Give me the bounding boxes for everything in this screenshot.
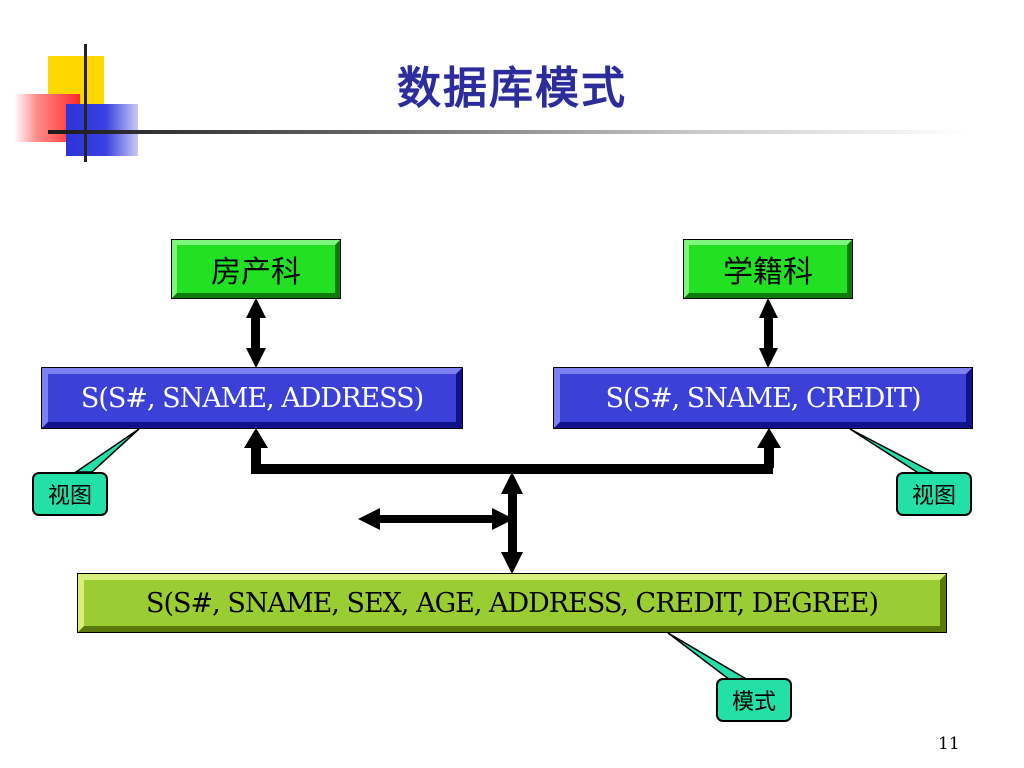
app-box-housing-label: 房产科 [211, 255, 301, 290]
page-number: 11 [938, 734, 960, 754]
left-view-connector-shaft [251, 446, 261, 468]
title-underline [48, 130, 968, 134]
central-arrow-head-down [501, 552, 523, 574]
title-decoration-vertical-line [84, 44, 87, 162]
callout-schema: 模式 [716, 678, 792, 722]
view-box-left-label: S(S#, SNAME, ADDRESS) [80, 382, 424, 414]
horizontal-arrow-head-left [358, 508, 380, 530]
callout-view-left: 视图 [32, 472, 108, 516]
callout-view-right-label: 视图 [911, 484, 956, 509]
callout-pointer-schema [667, 632, 751, 681]
view-box-right: S(S#, SNAME, CREDIT) [553, 367, 973, 429]
left-view-arrow-head [244, 428, 268, 448]
callout-view-left-label: 视图 [47, 484, 92, 509]
central-arrow-head-up [501, 472, 523, 494]
right-app-arrow-head-up [759, 298, 778, 318]
page-title: 数据库模式 [397, 63, 627, 114]
app-box-registry-label: 学籍科 [723, 255, 813, 290]
schema-box: S(S#, SNAME, SEX, AGE, ADDRESS, CREDIT, … [77, 573, 947, 633]
horizontal-arrow-shaft [378, 515, 494, 523]
right-app-arrow-shaft [764, 316, 773, 350]
left-app-arrow-shaft [251, 316, 260, 350]
callout-view-right: 视图 [896, 472, 972, 516]
right-view-arrow-head [757, 428, 781, 448]
left-app-arrow-head-down [246, 348, 266, 368]
view-box-right-label: S(S#, SNAME, CREDIT) [605, 382, 921, 414]
view-box-left: S(S#, SNAME, ADDRESS) [41, 367, 463, 429]
app-box-registry: 学籍科 [683, 239, 853, 299]
schema-box-label: S(S#, SNAME, SEX, AGE, ADDRESS, CREDIT, … [146, 587, 879, 619]
callout-schema-label: 模式 [731, 690, 776, 715]
callout-pointer-view-left [73, 428, 140, 473]
right-app-arrow-head-down [759, 348, 778, 368]
callout-pointer-view-right [849, 428, 937, 475]
horizontal-arrow-head-right [492, 508, 514, 530]
left-app-arrow-head-up [246, 298, 266, 318]
app-box-housing: 房产科 [171, 239, 341, 299]
right-view-connector-shaft [764, 446, 774, 468]
central-arrow-shaft [508, 490, 517, 556]
view-connector-bar [251, 464, 773, 474]
